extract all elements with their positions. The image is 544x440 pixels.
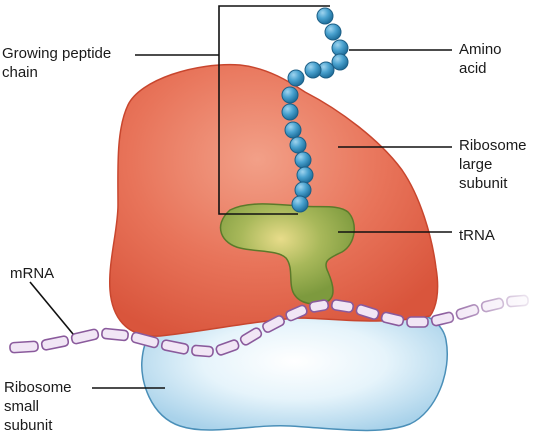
- trna: [219, 203, 355, 305]
- ribosome-large-subunit: [108, 63, 439, 337]
- mrna-segment: [406, 316, 429, 328]
- mrna-segment: [9, 340, 39, 354]
- mrna-segment: [239, 327, 263, 346]
- label-growing-peptide-chain: Growing peptide chain: [2, 45, 112, 81]
- amino-acid-bead: [281, 86, 299, 104]
- mrna-segment: [160, 339, 190, 355]
- mrna-leader: [29, 281, 74, 335]
- mrna-segment: [215, 339, 240, 356]
- amino-acid-bead: [331, 53, 349, 71]
- mrna-segment: [285, 304, 308, 322]
- amino-acid-bead: [291, 195, 309, 213]
- amino-acid-bead: [324, 23, 342, 41]
- label-ribosome-small-subunit: Ribosome small subunit: [4, 379, 72, 434]
- label-ribosome-large-subunit: Ribosome large subunit: [459, 137, 527, 192]
- amino-acid-bead: [294, 181, 312, 199]
- peptide-chain: [281, 7, 349, 213]
- mrna-segment: [355, 304, 380, 320]
- amino-acid-bead: [304, 61, 322, 79]
- mrna-segment: [130, 331, 160, 349]
- mrna-segment: [308, 299, 330, 313]
- mrna-segment: [191, 344, 214, 358]
- amino-acid-bead: [316, 7, 334, 25]
- amino-acid-bead: [281, 103, 299, 121]
- amino-acid-bead: [284, 121, 302, 139]
- amino-acid-bead: [296, 166, 314, 184]
- mrna-segment: [380, 311, 405, 327]
- mrna-segment: [262, 315, 285, 333]
- label-mrna: mRNA: [10, 265, 55, 282]
- mrna-segment: [70, 328, 100, 345]
- mrna-segment: [101, 327, 129, 342]
- amino-acid-bead: [294, 151, 312, 169]
- amino-acid-bead: [287, 69, 305, 87]
- peptide-bracket: [218, 5, 330, 215]
- mrna-segment: [330, 299, 355, 313]
- amino-acid-bead: [289, 136, 307, 154]
- label-trna: tRNA: [459, 227, 495, 244]
- mrna-segment: [40, 335, 70, 351]
- label-amino-acid: Amino acid: [459, 41, 502, 77]
